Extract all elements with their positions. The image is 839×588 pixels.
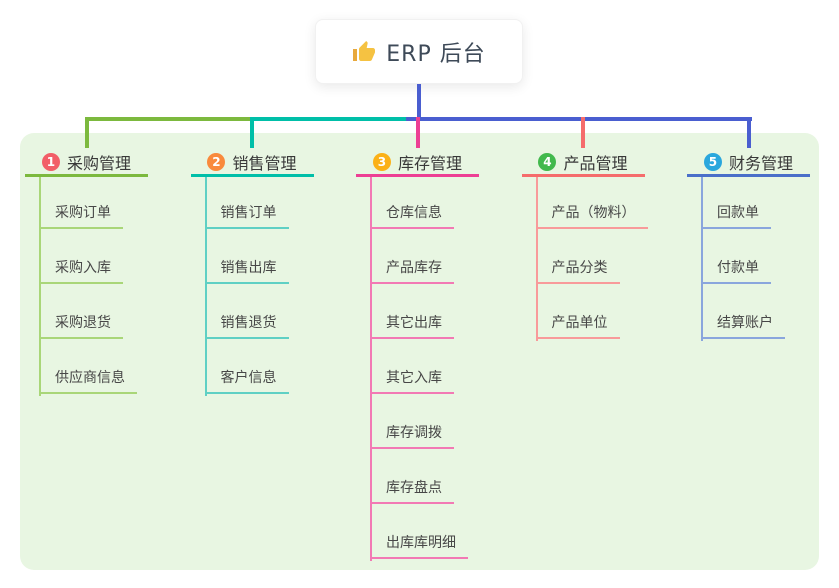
branch-number-badge: 2: [207, 152, 226, 171]
child-node[interactable]: 销售退货: [204, 307, 289, 339]
branch-label: 库存管理: [397, 153, 462, 173]
child-node[interactable]: 采购退货: [39, 307, 123, 339]
connector-child-rail: [370, 177, 372, 561]
child-node[interactable]: 产品库存: [370, 252, 454, 284]
child-node[interactable]: 库存调拨: [370, 417, 454, 449]
child-node[interactable]: 客户信息: [204, 362, 289, 394]
connector-child-rail: [204, 177, 207, 396]
connector-drop: [84, 117, 89, 148]
child-node[interactable]: 其它入库: [370, 362, 454, 394]
branch-number-badge: 4: [538, 152, 557, 171]
connector-child-rail: [535, 177, 538, 341]
connector-child-rail: [701, 177, 703, 341]
branches-panel: [20, 133, 819, 570]
root-node-erp[interactable]: ERP 后台: [315, 19, 523, 84]
child-node[interactable]: 产品分类: [535, 252, 620, 284]
child-node[interactable]: 其它出库: [370, 307, 454, 339]
connector-root-stem: [417, 84, 421, 121]
branch-number-badge: 5: [703, 152, 722, 171]
child-node[interactable]: 供应商信息: [39, 362, 137, 394]
branch-label: 财务管理: [728, 153, 793, 173]
branch-node-2[interactable]: 2 销售管理: [190, 149, 314, 177]
branch-number-badge: 3: [372, 152, 391, 171]
branch-node-3[interactable]: 3 库存管理: [356, 149, 479, 177]
branch-label: 采购管理: [66, 153, 131, 173]
connector-drop: [415, 117, 420, 148]
child-node[interactable]: 付款单: [701, 252, 771, 284]
thumbs-up-icon: [353, 40, 376, 61]
connector-bus-segment-green: [86, 117, 253, 121]
branch-label: 产品管理: [563, 153, 628, 173]
child-node[interactable]: 库存盘点: [370, 472, 454, 504]
connector-bus-segment-teal: [253, 117, 406, 121]
child-node[interactable]: 采购入库: [39, 252, 123, 284]
child-node[interactable]: 回款单: [701, 197, 771, 229]
branch-number-badge: 1: [41, 152, 60, 171]
connector-bus-segment-blue: [406, 117, 752, 121]
child-node[interactable]: 出库库明细: [370, 527, 468, 559]
connector-drop: [746, 117, 751, 148]
branch-node-1[interactable]: 1 采购管理: [25, 149, 148, 177]
connector-drop: [581, 117, 585, 148]
branch-node-4[interactable]: 4 产品管理: [521, 149, 645, 177]
root-node-label: ERP 后台: [386, 41, 486, 67]
connector-child-rail: [39, 177, 41, 396]
child-node[interactable]: 产品（物料）: [535, 197, 648, 229]
branch-node-5[interactable]: 5 财务管理: [687, 149, 810, 177]
child-node[interactable]: 销售出库: [204, 252, 289, 284]
child-node[interactable]: 销售订单: [204, 197, 289, 229]
branch-label: 销售管理: [232, 153, 297, 173]
child-node[interactable]: 产品单位: [535, 307, 620, 339]
connector-drop: [250, 117, 254, 148]
child-node[interactable]: 采购订单: [39, 197, 123, 229]
child-node[interactable]: 结算账户: [701, 307, 785, 339]
child-node[interactable]: 仓库信息: [370, 197, 454, 229]
